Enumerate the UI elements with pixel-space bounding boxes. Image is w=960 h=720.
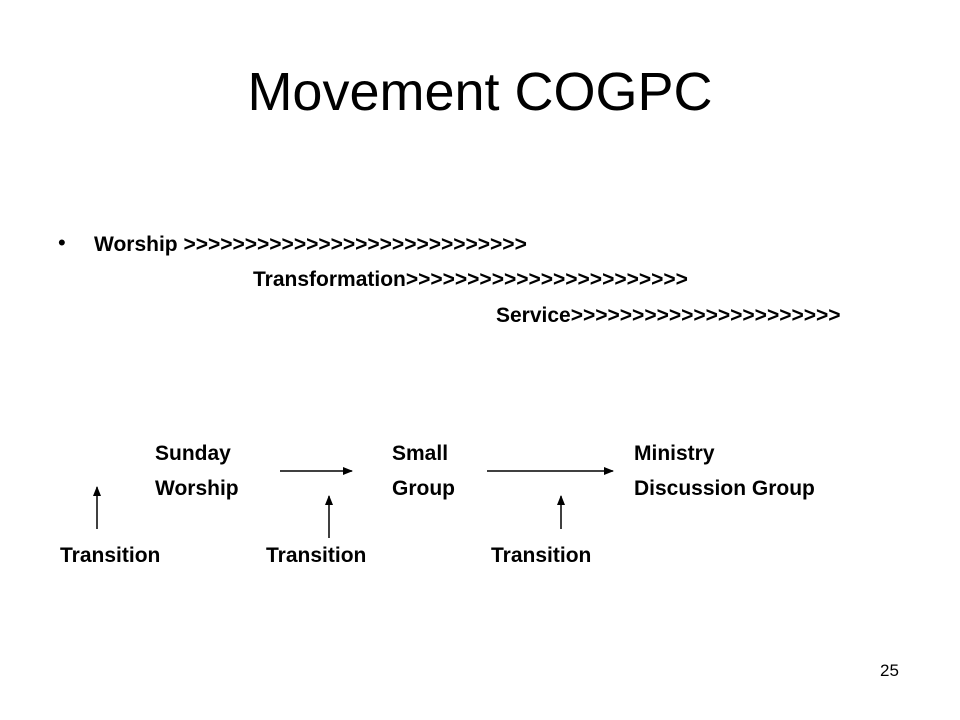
bullet-icon: • (58, 230, 66, 255)
transition-label-1: Transition (60, 544, 161, 567)
stage-ministry-line1: Ministry (634, 442, 715, 465)
slide-title: Movement COGPC (247, 62, 713, 122)
line-worship: Worship >>>>>>>>>>>>>>>>>>>>>>>>>>>> (94, 233, 527, 256)
transition-label-2: Transition (266, 544, 367, 567)
stage-small-line1: Small (392, 442, 449, 465)
line-transformation: Transformation>>>>>>>>>>>>>>>>>>>>>>> (253, 268, 688, 291)
page-number: 25 (880, 661, 899, 680)
stage-small-line2: Group (392, 477, 455, 500)
transition-label-3: Transition (491, 544, 592, 567)
line-service: Service>>>>>>>>>>>>>>>>>>>>>> (496, 304, 841, 327)
stage-sunday-line1: Sunday (155, 442, 231, 465)
stage-ministry-line2: Discussion Group (634, 477, 815, 500)
stage-sunday-line2: Worship (155, 477, 239, 500)
